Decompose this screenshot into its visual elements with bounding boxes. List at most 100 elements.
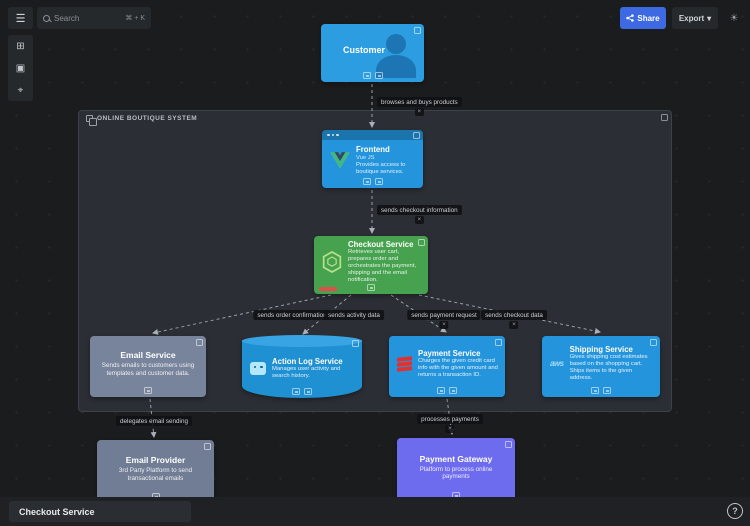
return-flow-icon: ×: [509, 321, 519, 329]
focus-icon[interactable]: [352, 340, 359, 347]
focus-icon[interactable]: [495, 339, 502, 346]
focus-icon[interactable]: [204, 443, 211, 450]
layout-grid-button[interactable]: ⊞: [8, 35, 33, 57]
diagram-count-badge: [437, 387, 445, 394]
node-frontend[interactable]: Frontend Vue JS Provides access to bouti…: [322, 130, 423, 188]
return-flow-icon: ×: [445, 425, 455, 433]
node-description: Provides access to boutique services.: [356, 161, 406, 175]
edge-label-text[interactable]: processes payments: [417, 414, 483, 424]
left-toolbar: ⊞ ▣ ⌖: [8, 35, 33, 101]
share-icon: [626, 14, 635, 22]
focus-icon[interactable]: [414, 27, 421, 34]
node-badges: [542, 387, 660, 394]
edge-label-payment-gateway[interactable]: processes payments ×: [417, 414, 483, 433]
crosshair-icon: ⌖: [17, 84, 24, 96]
hamburger-icon: ☰: [15, 12, 26, 25]
edge-label-checkout-email[interactable]: sends order confirmation: [253, 310, 331, 320]
node-payment-service[interactable]: Payment Service Charges the given credit…: [389, 336, 505, 397]
node-title: Payment Gateway: [419, 453, 493, 464]
search-input[interactable]: [54, 13, 122, 23]
node-action-log-service[interactable]: Action Log Service Manages user activity…: [242, 335, 362, 398]
node-email-provider[interactable]: Email Provider 3rd Party Platform to sen…: [97, 440, 214, 503]
focus-icon[interactable]: [661, 114, 668, 121]
node-description: Manages user activity and search history…: [272, 365, 341, 379]
nodejs-logo-icon: [322, 251, 342, 273]
edge-label-text[interactable]: sends payment request: [407, 310, 481, 320]
focus-icon[interactable]: [418, 239, 425, 246]
diagram-count-badge: [367, 284, 375, 291]
return-flow-icon: ×: [439, 321, 449, 329]
node-shipping-service[interactable]: aws Shipping Service Gives shipping cost…: [542, 336, 660, 397]
edge-label-text[interactable]: sends checkout data: [481, 310, 547, 320]
diagram-count-badge: [362, 72, 371, 79]
node-title: Frontend: [356, 144, 390, 154]
edge-label-text[interactable]: delegates email sending: [116, 416, 192, 426]
node-email-service[interactable]: Email Service Sends emails to customers …: [90, 336, 206, 397]
focus-icon[interactable]: [650, 339, 657, 346]
node-tech: Vue JS: [356, 154, 375, 161]
flow-count-badge: [603, 387, 611, 394]
share-button[interactable]: Share: [620, 7, 666, 29]
alert-flag: [319, 287, 337, 291]
edge-label-customer-frontend[interactable]: browses and buys products ×: [377, 97, 462, 116]
return-flow-icon: ×: [414, 216, 424, 224]
edge-label-checkout-payment[interactable]: sends payment request ×: [407, 310, 481, 329]
export-label: Export: [678, 13, 705, 23]
node-description: Retrieves user cart, prepares order and …: [348, 249, 417, 283]
node-badges: [389, 387, 505, 394]
node-title: Checkout Service: [348, 240, 414, 249]
flow-count-badge: [449, 387, 457, 394]
mascot-logo-icon: [250, 361, 266, 375]
focus-icon[interactable]: [196, 339, 203, 346]
help-button[interactable]: ?: [727, 503, 743, 519]
container-title: ONLINE BOUTIQUE SYSTEM: [97, 115, 198, 122]
node-description: Platform to process online payments: [419, 465, 493, 481]
edge-label-text[interactable]: browses and buys products: [377, 97, 462, 107]
menu-button[interactable]: ☰: [8, 7, 33, 29]
help-icon: ?: [732, 506, 738, 516]
selected-object-label: Checkout Service: [19, 506, 95, 517]
share-label: Share: [637, 13, 660, 23]
sun-icon: ☀: [729, 12, 739, 24]
search-bar[interactable]: ⌘ + K: [37, 7, 151, 29]
selected-object-chip[interactable]: Checkout Service: [9, 501, 191, 522]
theme-toggle-button[interactable]: ☀: [724, 7, 744, 29]
node-title: Email Provider: [125, 455, 186, 465]
edge-label-text[interactable]: sends order confirmation: [253, 310, 331, 320]
node-title: Action Log Service: [272, 356, 343, 366]
node-checkout-service[interactable]: Checkout Service Retrieves user cart, pr…: [314, 236, 428, 294]
flow-count-badge: [374, 72, 383, 79]
focus-icon[interactable]: [505, 441, 512, 448]
aws-logo-icon: aws: [550, 359, 564, 368]
chevron-down-icon: ▾: [707, 13, 712, 23]
node-payment-gateway[interactable]: Payment Gateway Platform to process onli…: [397, 438, 515, 502]
node-description: 3rd Party Platform to send transactional…: [118, 467, 193, 482]
vuejs-logo-icon: [330, 151, 350, 169]
cylinder-top: [242, 335, 362, 347]
edge-label-checkout-shipping[interactable]: sends checkout data ×: [481, 310, 547, 329]
node-customer[interactable]: Customer: [321, 24, 424, 82]
node-badges: [314, 284, 428, 291]
edge-label-text[interactable]: sends checkout information: [377, 205, 462, 215]
export-button[interactable]: Export ▾: [672, 7, 718, 29]
focus-icon[interactable]: [413, 131, 420, 139]
diagram-count-badge: [362, 178, 371, 185]
return-flow-icon: ×: [414, 108, 424, 116]
flow-count-badge: [304, 388, 312, 395]
edge-label-checkout-actionlog[interactable]: sends activity data: [324, 310, 384, 320]
edge-label-frontend-checkout[interactable]: sends checkout information ×: [377, 205, 462, 224]
edge-label-text[interactable]: sends activity data: [324, 310, 384, 320]
grid-icon: ⊞: [16, 40, 25, 52]
node-badges: [242, 388, 362, 395]
node-description: Charges the given credit card info with …: [418, 357, 498, 378]
center-view-button[interactable]: ⌖: [8, 79, 33, 101]
frames-button[interactable]: ▣: [8, 57, 33, 79]
container-header: ONLINE BOUTIQUE SYSTEM: [86, 115, 198, 126]
status-bar: Checkout Service ?: [0, 497, 750, 526]
rails-logo-icon: [397, 355, 412, 372]
person-icon: [372, 32, 418, 78]
edge-label-email-provider[interactable]: delegates email sending: [116, 416, 192, 426]
node-badges: [322, 178, 423, 185]
diagram-count-badge: [591, 387, 599, 394]
